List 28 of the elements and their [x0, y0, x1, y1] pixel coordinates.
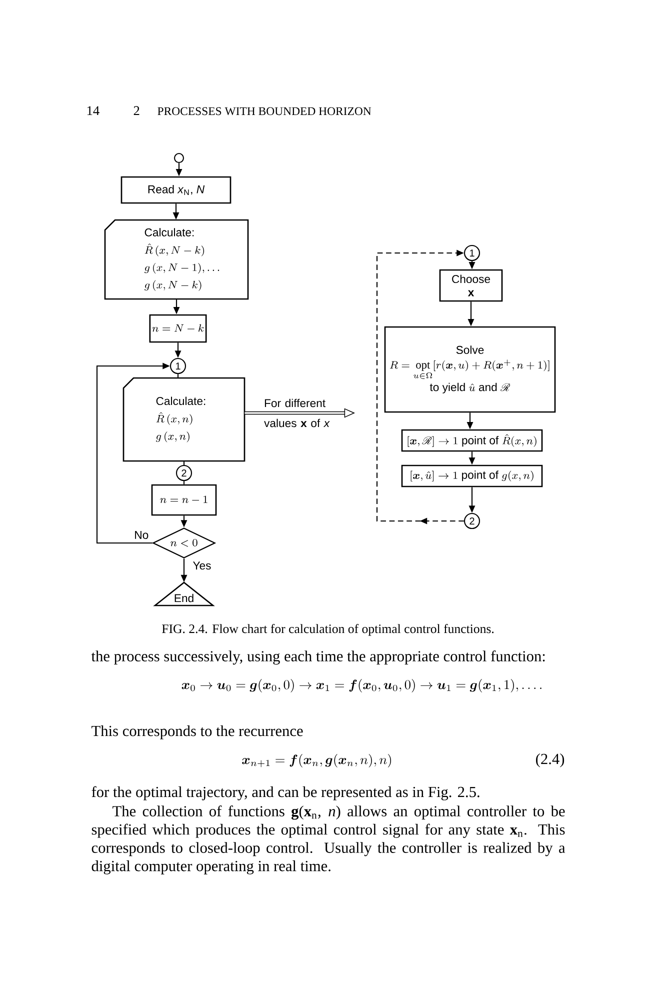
equation: $\boldsymbol{x}_0 \to \boldsymbol{u}_0 = \boldsymbol{g}(\boldsymbol{x}_0, 0) \to \boldsymbol{x}_1 = \boldsymbol{f}(\boldsymbol{x}_0, \boldsymbol{u}_0, 0) \to \boldsymbol{u}_1 = \boldsymbol{g}(\boldsymbol{x}_1, 1), \ldots .$: [182, 679, 542, 692]
connector-line: [177, 374, 179, 378]
chapter-number: 2: [134, 106, 140, 115]
edge-label: No: [135, 531, 148, 539]
equation-number: (2.4): [536, 753, 564, 768]
start-circle: [174, 152, 184, 164]
edge-label: Yes: [193, 562, 211, 570]
figure-caption: FIG. 2.4. Flow chart for calculation of optimal control functions.: [162, 624, 494, 636]
page-number: 14: [87, 106, 100, 115]
process-box: Read x$_{N}$, N: [120, 176, 232, 204]
equation: $\boldsymbol{x}_{n+1} = \boldsymbol{f}(\boldsymbol{x}_n, \boldsymbol{g}(\boldsymbol{x}_n, n), n)$: [242, 754, 392, 768]
body-text: for the optimal trajectory, and can be represented as in Fig. 2.5.: [92, 786, 480, 800]
body-text: The collection of functions g(x$_{n}$, n) allows an optimal controller to be specified which produces the optimal control signal for any state x$_{n}$. This corresponds to closed-loop control. Usually the controller is realized by a digital computer operating in real time.: [92, 805, 566, 874]
edge-label: For different values x of x: [264, 398, 330, 428]
dashed-arrow: [376, 250, 464, 524]
process-box: $n = N-k$: [149, 314, 207, 343]
process-box: Calculate: $\hat{R}\,(x, n)$ $g\,(x, n)$: [122, 377, 246, 462]
process-box: Choose x: [439, 269, 503, 302]
connector-line: [183, 461, 185, 465]
process-box: $n = n-1$: [151, 484, 217, 516]
connector-line: [183, 481, 185, 484]
process-box: Solve $R = \mathop{\mathrm{opt}}\limits_{u \in \Omega} [r(\boldsymbol{x}, u) + R(\boldsymbol{x}^{+}, n+1)]$ $\text{to yield } \hat{u} \text{ and } \mathscr{R}$: [384, 326, 556, 413]
process-box: Calculate: $\hat{R}\,(x, N-k)$ $g\,(x, N-1), \ldots$ $g\,(x, N-k)$: [104, 219, 249, 300]
process-box: $[\boldsymbol{x}, \hat{u}] \to 1 \text{ point of } g(x, n)$: [401, 464, 543, 488]
body-text: This corresponds to the recurrence: [92, 725, 303, 740]
running-head: PROCESSES WITH BOUNDED HORIZON: [158, 107, 372, 116]
process-box: $[\boldsymbol{x}, \mathscr{R}] \to 1 \text{ point of } \hat{R}(x, n)$: [401, 429, 543, 452]
body-text: the process successively, using each time the appropriate control function:: [91, 650, 545, 665]
